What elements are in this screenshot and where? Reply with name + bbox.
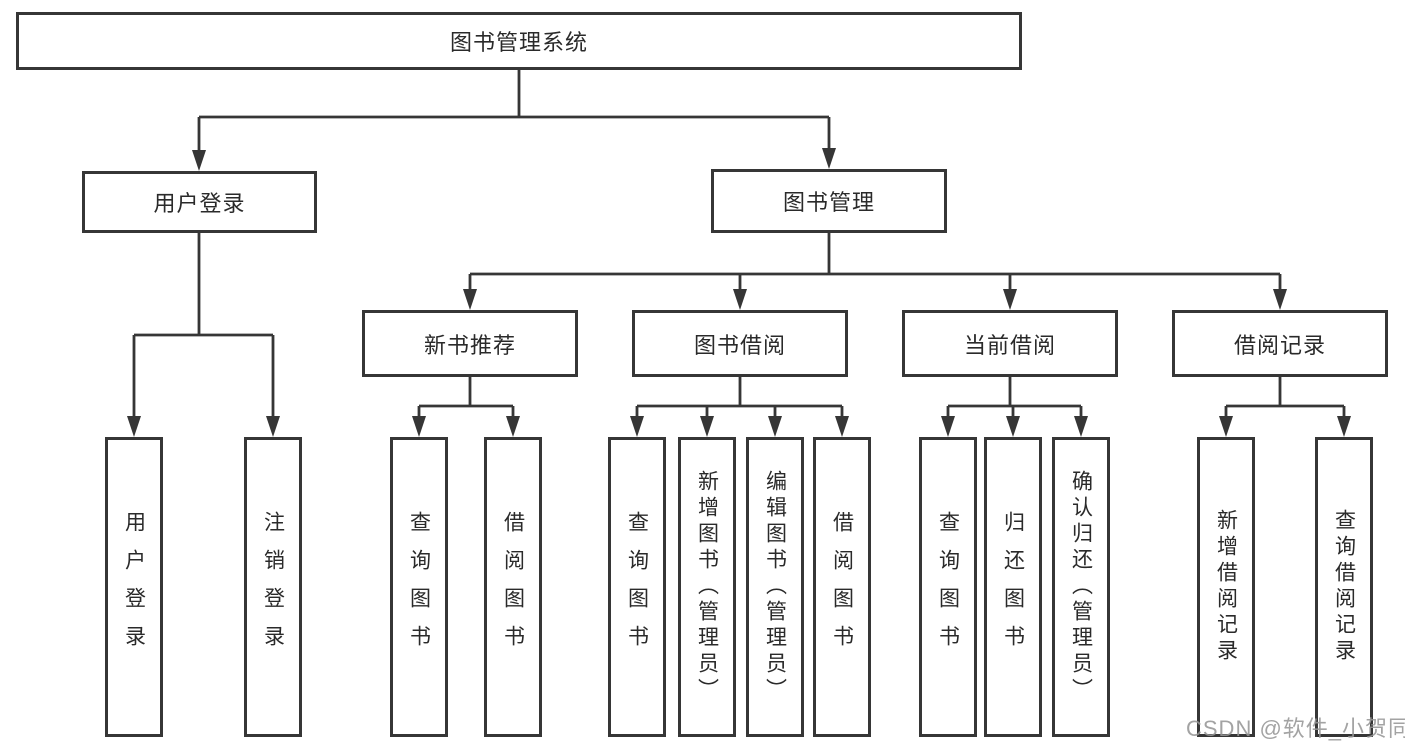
node-user-login: 用户登录 xyxy=(82,171,317,233)
leaf-label: 查询图书 xyxy=(407,511,431,663)
leaf-user-login: 用户登录 xyxy=(105,437,163,737)
leaf-current-return-books: 归还图书 xyxy=(984,437,1042,737)
csdn-watermark: CSDN @软件_小贺同学 xyxy=(1186,716,1405,741)
leaf-label: 借阅图书 xyxy=(501,511,525,663)
leaf-label: 查询图书 xyxy=(936,511,960,663)
leaf-recommend-query-books: 查询图书 xyxy=(390,437,448,737)
node-library-system: 图书管理系统 xyxy=(16,12,1022,70)
leaf-current-query-books: 查询图书 xyxy=(919,437,977,737)
leaf-label: 借阅图书 xyxy=(830,511,854,663)
node-current-borrowing: 当前借阅 xyxy=(902,310,1118,377)
node-new-book-recommendation: 新书推荐 xyxy=(362,310,578,377)
leaf-label: 确认归还（管理员） xyxy=(1069,470,1093,704)
leaf-logout-login: 注销登录 xyxy=(244,437,302,737)
leaf-borrowing-edit-books-admin: 编辑图书（管理员） xyxy=(746,437,804,737)
leaf-records-query-borrow-record: 查询借阅记录 xyxy=(1315,437,1373,737)
leaf-label: 新增图书（管理员） xyxy=(695,470,719,704)
leaf-borrowing-add-books-admin: 新增图书（管理员） xyxy=(678,437,736,737)
leaf-borrowing-borrow-books: 借阅图书 xyxy=(813,437,871,737)
leaf-borrowing-query-books: 查询图书 xyxy=(608,437,666,737)
leaf-recommend-borrow-books: 借阅图书 xyxy=(484,437,542,737)
leaf-records-add-borrow-record: 新增借阅记录 xyxy=(1197,437,1255,737)
leaf-label: 查询借阅记录 xyxy=(1332,509,1356,665)
leaf-label: 编辑图书（管理员） xyxy=(763,470,787,704)
leaf-current-confirm-return-admin: 确认归还（管理员） xyxy=(1052,437,1110,737)
leaf-label: 新增借阅记录 xyxy=(1214,509,1238,665)
leaf-label: 注销登录 xyxy=(261,511,285,663)
leaf-label: 查询图书 xyxy=(625,511,649,663)
node-borrowing-records: 借阅记录 xyxy=(1172,310,1388,377)
leaf-label: 用户登录 xyxy=(122,511,146,663)
node-book-management: 图书管理 xyxy=(711,169,947,233)
node-book-borrowing: 图书借阅 xyxy=(632,310,848,377)
leaf-label: 归还图书 xyxy=(1001,511,1025,663)
